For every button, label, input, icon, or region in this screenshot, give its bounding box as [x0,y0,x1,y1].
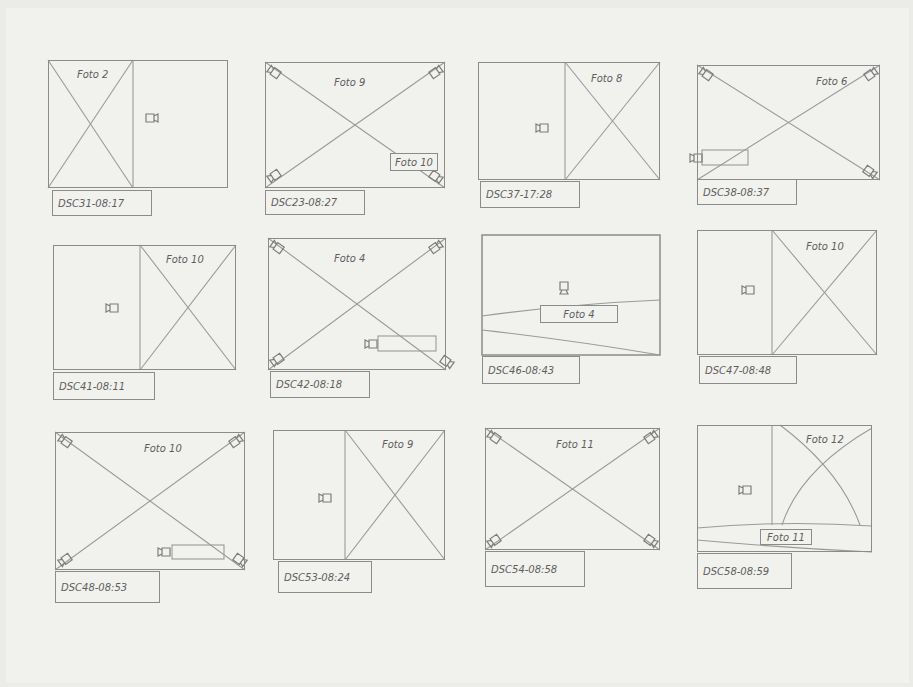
photo-frame: Foto 10 [53,245,236,370]
caption-text: DSC23-08:27 [271,197,337,209]
photo-frame: Foto 6 [697,65,880,180]
photo-frame: Foto 9 Foto 10 [265,62,445,188]
caption-box: DSC37-17:28 [480,181,580,208]
photo-frame: Foto 2 [48,60,228,188]
photo-label: Foto 11 [767,532,805,544]
caption-text: DSC53-08:24 [284,572,350,584]
caption-box: DSC23-08:27 [265,190,365,215]
photo-frame: Foto 4 [268,238,446,370]
photo-label: Foto 4 [563,309,594,321]
caption-box: DSC31-08:17 [52,190,152,216]
photo-label: Foto 10 [166,254,204,266]
caption-box: DSC58-08:59 [697,553,792,589]
inner-box: Foto 4 [540,305,618,323]
caption-text: DSC37-17:28 [486,189,552,201]
caption-box: DSC41-08:11 [53,372,155,400]
photo-frame: Foto 10 [697,230,877,355]
photo-label: Foto 10 [144,443,182,455]
caption-text: DSC46-08:43 [488,365,554,377]
photo-frame: Foto 9 [273,430,445,560]
caption-box: DSC42-08:18 [270,371,370,398]
caption-text: DSC47-08:48 [705,365,771,377]
photo-frame: Foto 12 Foto 11 [697,425,872,552]
photo-label: Foto 4 [334,253,365,265]
photo-frame: Foto 8 [478,62,660,180]
photo-label: Foto 6 [816,76,847,88]
caption-text: DSC58-08:59 [703,566,769,578]
caption-box: DSC47-08:48 [699,356,797,384]
inner-box: Foto 10 [390,153,438,171]
photo-label: Foto 11 [556,439,594,451]
photo-label: Foto 10 [806,241,844,253]
caption-text: DSC42-08:18 [276,379,342,391]
photo-label: Foto 8 [591,73,622,85]
caption-text: DSC48-08:53 [61,582,127,594]
caption-text: DSC31-08:17 [58,198,124,210]
photo-label: Foto 9 [334,77,365,89]
photo-frame: Foto 11 [485,428,660,550]
photo-label: Foto 9 [382,439,413,451]
caption-box: DSC38-08:37 [697,179,797,205]
photo-label: Foto 12 [806,434,844,446]
inner-box: Foto 11 [760,529,812,545]
photo-frame: Foto 10 [55,432,245,570]
caption-box: DSC48-08:53 [55,571,160,603]
caption-box: DSC54-08:58 [485,551,585,587]
caption-text: DSC54-08:58 [491,564,557,576]
caption-text: DSC38-08:37 [703,187,769,199]
photo-label: Foto 10 [395,157,433,169]
paper-sheet [6,8,909,683]
caption-text: DSC41-08:11 [59,381,125,393]
photo-label: Foto 2 [77,69,108,81]
caption-box: DSC53-08:24 [278,561,372,593]
caption-box: DSC46-08:43 [482,356,580,384]
